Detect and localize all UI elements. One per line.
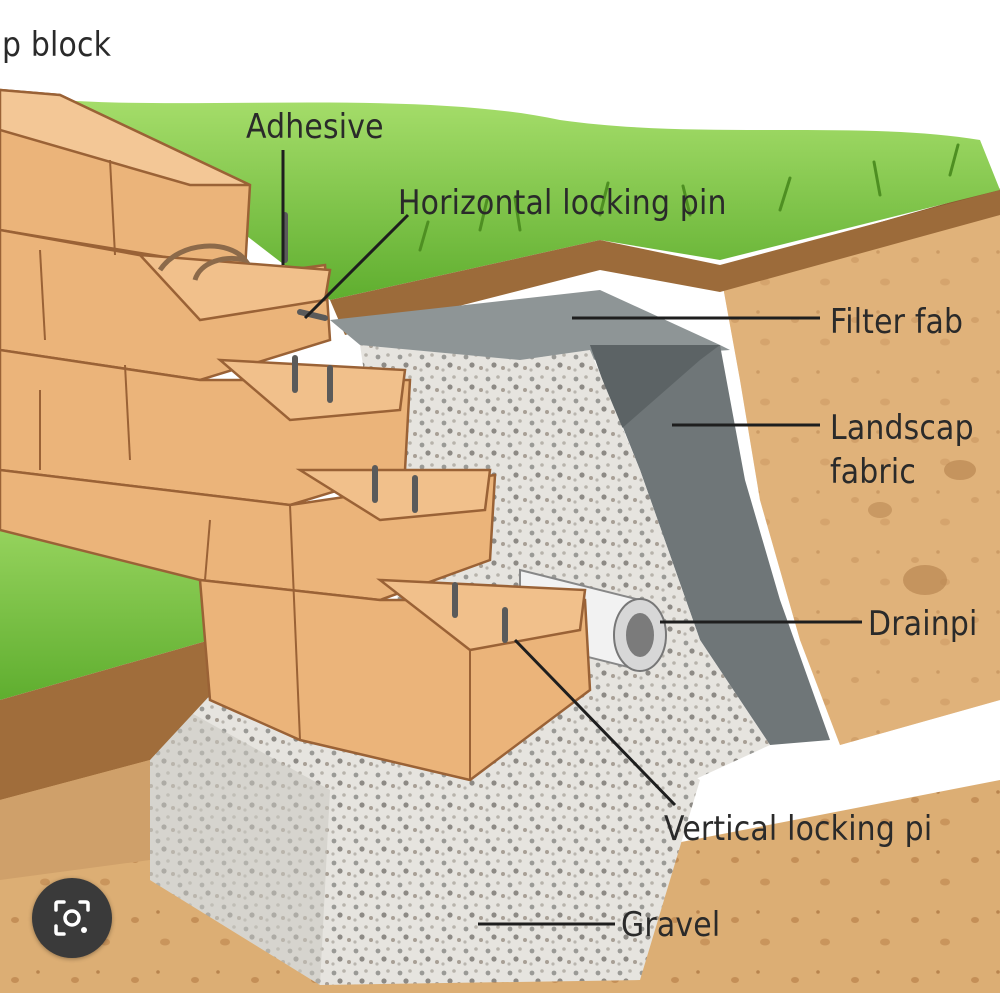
label-landscape-fabric-line2: fabric <box>830 452 916 492</box>
label-gravel: Gravel <box>621 905 721 945</box>
label-vertical-locking-pin: Vertical locking pi <box>664 809 933 849</box>
label-horizontal-locking-pin: Horizontal locking pin <box>398 183 727 223</box>
label-drainpipe: Drainpi <box>868 604 978 644</box>
label-adhesive: Adhesive <box>246 107 384 147</box>
label-filter-fabric: Filter fab <box>830 302 964 342</box>
camera-lens-icon <box>54 900 90 936</box>
label-cap-block: p block <box>2 25 112 65</box>
label-landscape-fabric-line1: Landscap <box>830 408 974 448</box>
image-search-button[interactable] <box>32 878 112 958</box>
